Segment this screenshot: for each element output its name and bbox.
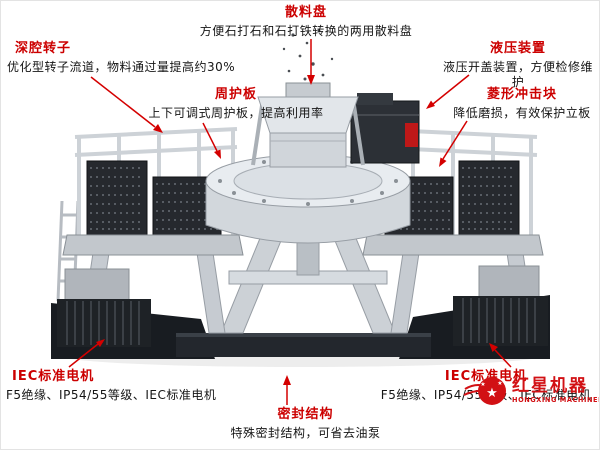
star-icon: ★ [486, 386, 498, 401]
annotation-title: 散料盘 [284, 5, 327, 20]
star-icon: ★ [497, 380, 502, 387]
annotation-desc: 液压开盖装置，方便检修维护 [442, 60, 593, 90]
annotation-title: 周护板 [214, 87, 257, 102]
machine-rotor-housing [205, 154, 411, 244]
annotation-desc: 特殊密封结构，可省去油泵 [230, 426, 381, 441]
annotation-title: 菱形冲击块 [486, 87, 557, 102]
brand-name-cn: 红星机器 [512, 376, 588, 397]
falling-particles [282, 29, 334, 81]
annotation-desc: 上下可调式周护板，提高利用率 [148, 106, 324, 121]
annotation-title: IEC标准电机 [444, 369, 528, 384]
brand-name-en: HONGXING MACHINERY [512, 395, 600, 404]
annotation-motor-left: IEC标准电机 F5绝缘、IP54/55等级、IEC标准电机 [6, 369, 241, 403]
brand-logo: ★ ★ ★ 红星机器 HONGXING MACHINERY [463, 373, 600, 409]
annotation-title: 液压装置 [489, 41, 546, 56]
annotation-title: IEC标准电机 [12, 369, 95, 384]
annotation-deep-rotor: 深腔转子 优化型转子流道，物料通过量提高约30% [7, 41, 257, 75]
annotation-seal: 密封结构 特殊密封结构，可省去油泵 [223, 407, 388, 441]
annotation-impact-block: 菱形冲击块 降低磨损，有效保护立板 [447, 87, 597, 121]
machine-motor-right [453, 265, 548, 346]
annotation-desc: 方便石打石和石打铁转换的两用散料盘 [199, 24, 413, 39]
star-icon: ★ [480, 381, 485, 388]
logo-text: 红星机器 HONGXING MACHINERY [512, 376, 600, 404]
annotation-scatter-plate: 散料盘 方便石打石和石打铁转换的两用散料盘 [151, 5, 461, 39]
annotation-title: 深腔转子 [15, 41, 72, 56]
logo-emblem: ★ ★ ★ [463, 377, 506, 405]
machine-rear-cabinet [350, 93, 420, 164]
annotation-hydraulic: 液压装置 液压开盖装置，方便检修维护 [437, 41, 599, 90]
machine-motor-left [57, 268, 151, 347]
machine-platform-left [62, 127, 244, 256]
annotation-desc: 降低磨损，有效保护立板 [453, 106, 591, 121]
annotation-title: 密封结构 [277, 407, 334, 422]
annotation-desc: F5绝缘、IP54/55等级、IEC标准电机 [6, 388, 217, 403]
emblem-circle [478, 377, 506, 405]
annotation-guard-plate: 周护板 上下可调式周护板，提高利用率 [141, 87, 331, 121]
machine-feed-hopper [251, 82, 365, 168]
annotation-desc: 优化型转子流道，物料通过量提高约30% [7, 60, 236, 75]
